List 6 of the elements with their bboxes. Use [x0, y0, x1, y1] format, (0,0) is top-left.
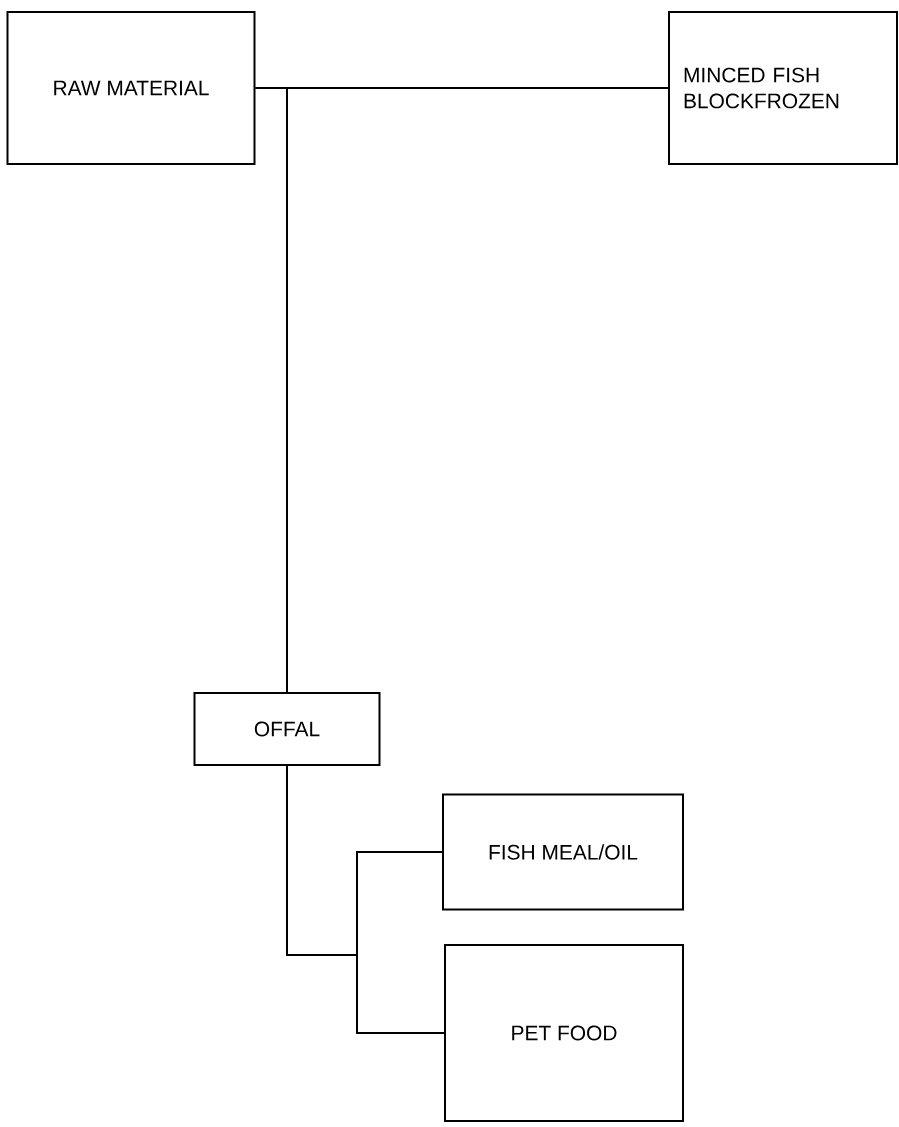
connector-line: [254, 87, 289, 693]
process-box: FISH MEAL/OIL: [442, 793, 684, 911]
process-box: MINCED FISH BLOCKFROZEN: [668, 11, 898, 165]
process-box: OFFAL: [193, 692, 381, 766]
process-box: RAW MATERIAL: [6, 11, 256, 165]
process-box: PET FOOD: [444, 944, 684, 1122]
